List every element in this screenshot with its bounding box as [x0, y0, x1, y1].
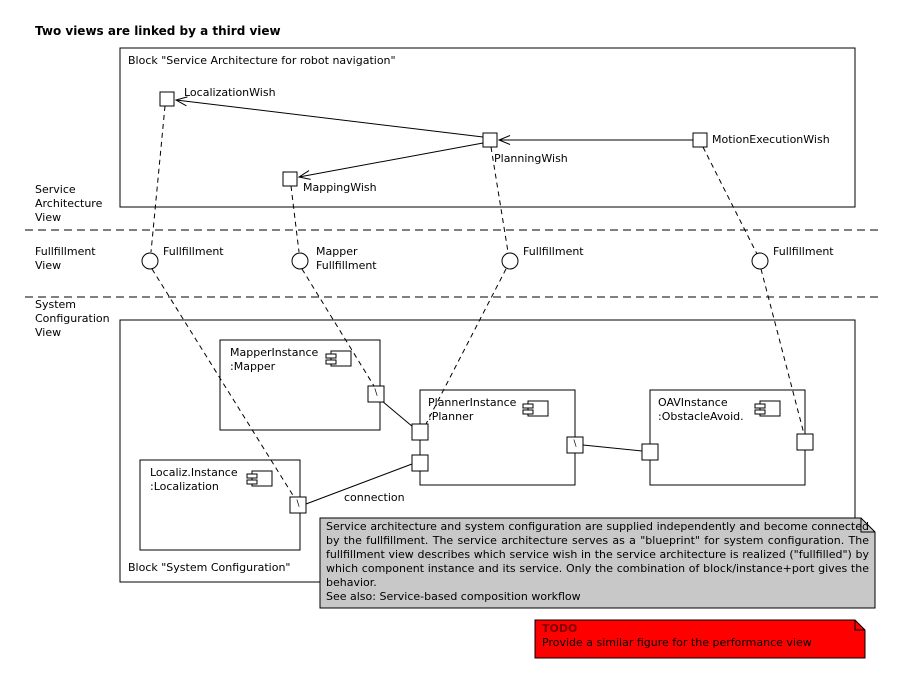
- planningwish-label: PlanningWish: [494, 152, 568, 165]
- motionexecutionwish-port: [692, 132, 708, 148]
- note-shape: [319, 517, 876, 609]
- localization-right-port: [289, 496, 307, 514]
- dashed-localizationwish-fullfillment: [150, 105, 166, 253]
- architecture-block-label: Block "Service Architecture for robot na…: [128, 54, 396, 67]
- component-icon-mapper: [325, 350, 352, 367]
- explanation-note: Service architecture and system configur…: [326, 520, 869, 604]
- mappingwish-label: MappingWish: [303, 181, 377, 194]
- mapper-instance-label: MapperInstance :Mapper: [230, 346, 318, 374]
- planningwish-port: [482, 132, 498, 148]
- planner-instance-label: PlannerInstance :Planner: [428, 396, 516, 424]
- fullfillment-label-localization: Fullfillment: [163, 245, 224, 258]
- dashed-fullfillment-planner-port: [425, 268, 507, 425]
- oav-right-port: [796, 433, 814, 451]
- fullfillment-label-planner: Fullfillment: [523, 245, 584, 258]
- fullfillment-circle-planner: [501, 252, 519, 270]
- planner-instance-box: [419, 389, 576, 486]
- connection-planner-oav: [582, 444, 643, 452]
- view-label-line: Service: [35, 183, 76, 196]
- fullfillment-label-mapper: Mapper Fullfillment: [316, 245, 377, 273]
- planner-right-port: [566, 436, 584, 454]
- fullfillment-label-oav: Fullfillment: [773, 245, 834, 258]
- arrow-planning-to-localization: [174, 96, 484, 138]
- instance-type: :Mapper: [230, 360, 276, 373]
- oav-left-port: [641, 443, 659, 461]
- note-fold-corner: [860, 518, 875, 533]
- view-label-line: Architecture: [35, 197, 103, 210]
- localizationwish-label: LocalizationWish: [184, 86, 276, 99]
- todo-note-shape: [534, 619, 866, 659]
- dashed-fullfillment-mapper-port: [301, 268, 375, 387]
- connection-label: connection: [344, 491, 405, 504]
- component-icon-planner: [522, 400, 549, 417]
- connection-mapper-planner: [381, 400, 414, 428]
- fullfillment-circle-mapper: [291, 252, 309, 270]
- dashed-mappingwish-fullfillment: [290, 185, 300, 253]
- instance-name: PlannerInstance: [428, 396, 517, 409]
- page-title: Two views are linked by a third view: [35, 24, 281, 38]
- localizationwish-port: [159, 91, 175, 107]
- instance-name: OAVInstance: [658, 396, 728, 409]
- view-label-line: Fullfillment: [35, 245, 96, 258]
- note-see-also: See also: Service-based composition work…: [326, 590, 581, 603]
- mapper-service-port: [367, 385, 385, 403]
- view-label-line: Configuration: [35, 312, 110, 325]
- configuration-block-label: Block "System Configuration": [128, 561, 291, 574]
- view-label-line: View: [35, 211, 62, 224]
- view-label-system-configuration: System Configuration View: [35, 298, 110, 340]
- arrow-planning-to-mapping: [297, 142, 484, 180]
- mapper-instance-box: [219, 339, 381, 431]
- localization-port-glyph: \: [296, 499, 300, 509]
- motionexecutionwish-label: MotionExecutionWish: [712, 133, 830, 146]
- localization-instance-box: [139, 459, 301, 551]
- view-label-fullfillment: Fullfillment View: [35, 245, 96, 273]
- fullfillment-circle-localization: [141, 252, 159, 270]
- service-architecture-block-frame: [119, 47, 856, 208]
- view-label-service-architecture: Service Architecture View: [35, 183, 102, 225]
- fullfillment-circle-oav: [751, 252, 769, 270]
- view-label-line: View: [35, 326, 62, 339]
- instance-name: Localiz.Instance: [150, 466, 238, 479]
- component-icon-oav: [754, 400, 781, 417]
- todo-note-fold-corner: [854, 620, 865, 631]
- todo-body: Provide a similar figure for the perform…: [542, 636, 812, 649]
- note-body: Service architecture and system configur…: [326, 520, 869, 589]
- planner-left-port-bottom: [411, 454, 429, 472]
- mappingwish-port: [282, 171, 298, 187]
- mapper-port-glyph: \: [374, 388, 378, 398]
- dashed-motionwish-fullfillment: [702, 146, 758, 255]
- dashed-fullfillment-oav-port: [760, 268, 805, 435]
- todo-title: TODO: [542, 622, 578, 635]
- instance-type: :Planner: [428, 410, 474, 423]
- instance-name: MapperInstance: [230, 346, 319, 359]
- fullfillment-label-line: Fullfillment: [316, 259, 377, 272]
- localization-instance-label: Localiz.Instance :Localization: [150, 466, 238, 494]
- instance-type: :ObstacleAvoid.: [658, 410, 744, 423]
- connection-localization-planner: [305, 463, 413, 505]
- view-label-line: System: [35, 298, 77, 311]
- fullfillment-label-line: Mapper: [316, 245, 358, 258]
- component-icon-localization: [246, 470, 273, 487]
- oav-instance-label: OAVInstance :ObstacleAvoid.: [658, 396, 744, 424]
- view-label-line: View: [35, 259, 62, 272]
- planner-left-port-top: [411, 423, 429, 441]
- planner-port-glyph: \: [573, 439, 577, 449]
- instance-type: :Localization: [150, 480, 219, 493]
